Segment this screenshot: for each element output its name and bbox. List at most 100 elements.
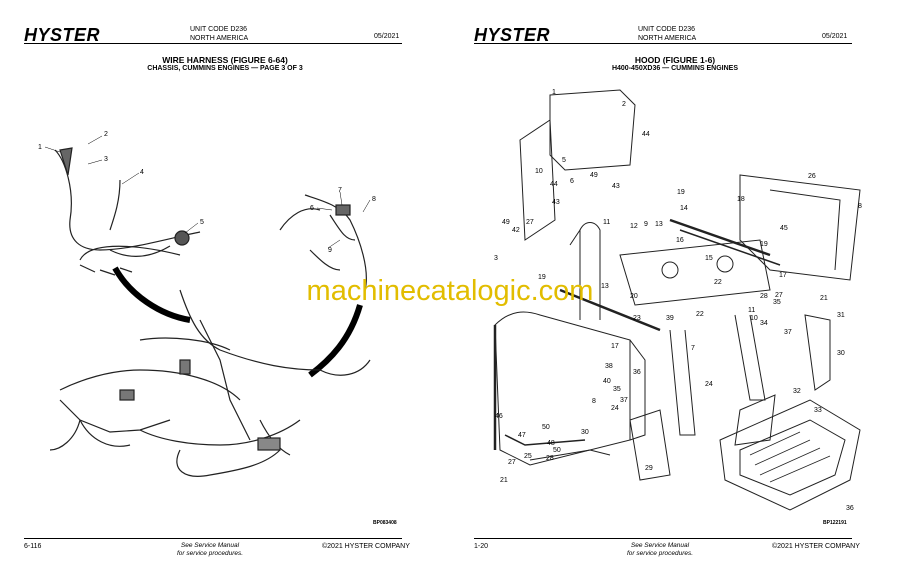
svg-text:38: 38 — [605, 363, 613, 370]
page-number: 1-20 — [474, 543, 489, 550]
svg-text:33: 33 — [814, 407, 822, 414]
footer-rule — [474, 538, 852, 539]
svg-text:14: 14 — [680, 205, 688, 212]
svg-text:31: 31 — [837, 312, 845, 319]
svg-text:37: 37 — [620, 397, 628, 404]
svg-text:11: 11 — [748, 307, 755, 314]
svg-text:43: 43 — [612, 183, 620, 190]
footer-note: See Service Manual for service procedure… — [160, 542, 260, 558]
svg-text:4: 4 — [140, 169, 144, 176]
svg-text:19: 19 — [538, 274, 546, 281]
svg-text:12: 12 — [630, 223, 638, 230]
svg-text:49: 49 — [502, 219, 510, 226]
svg-text:37: 37 — [784, 329, 792, 336]
watermark: machinecatalogic.com — [306, 275, 594, 307]
svg-text:19: 19 — [677, 189, 685, 196]
svg-text:8: 8 — [858, 203, 862, 210]
svg-text:9: 9 — [644, 221, 648, 228]
hyster-logo: HYSTER — [24, 25, 101, 45]
svg-text:48: 48 — [547, 440, 555, 447]
date: 05/2021 — [374, 33, 400, 40]
svg-text:8: 8 — [372, 196, 376, 203]
figure-code: BP083408 — [373, 520, 397, 526]
unit-code: UNIT CODE D236 NORTH AMERICA — [190, 25, 248, 43]
left-page: HYSTER UNIT CODE D236 NORTH AMERICA 05/2… — [24, 25, 410, 558]
svg-text:27: 27 — [508, 459, 516, 466]
svg-text:22: 22 — [696, 311, 704, 318]
right-page: HYSTER UNIT CODE D236 NORTH AMERICA 05/2… — [450, 0, 900, 582]
svg-text:7: 7 — [691, 345, 695, 352]
svg-text:35: 35 — [773, 299, 781, 306]
svg-text:36: 36 — [846, 505, 854, 512]
svg-text:17: 17 — [779, 272, 787, 279]
svg-text:34: 34 — [760, 320, 768, 327]
svg-text:29: 29 — [645, 465, 653, 472]
figure-subtitle: H400-450XD36 — CUMMINS ENGINES — [611, 65, 739, 72]
svg-text:1: 1 — [552, 89, 556, 96]
header-rule — [474, 43, 852, 44]
svg-text:24: 24 — [611, 405, 619, 412]
unit-code-text: UNIT CODE D236 — [190, 26, 248, 33]
svg-text:10: 10 — [750, 315, 758, 322]
date: 05/2021 — [822, 33, 848, 40]
svg-text:19: 19 — [760, 241, 768, 248]
figure-title: HOOD (FIGURE 1-6) — [634, 55, 716, 65]
svg-text:28: 28 — [546, 455, 554, 462]
svg-text:16: 16 — [676, 237, 684, 244]
svg-text:26: 26 — [808, 173, 816, 180]
page-number: 6-116 — [24, 543, 42, 550]
footer-rule — [24, 538, 402, 539]
svg-text:5: 5 — [562, 157, 566, 164]
svg-text:18: 18 — [737, 196, 745, 203]
hood-diagram: 1 2 44 5 10 6 49 43 44 43 42 49 27 3 26 … — [493, 89, 862, 512]
svg-text:30: 30 — [837, 350, 845, 357]
svg-text:35: 35 — [613, 386, 621, 393]
figure-subtitle: CHASSIS, CUMMINS ENGINES — PAGE 3 OF 3 — [147, 65, 303, 72]
unit-code-text: UNIT CODE D236 — [638, 26, 696, 33]
svg-text:6: 6 — [570, 178, 574, 185]
svg-text:6: 6 — [310, 205, 314, 212]
svg-text:20: 20 — [630, 293, 638, 300]
svg-text:42: 42 — [512, 227, 520, 234]
svg-text:44: 44 — [550, 181, 558, 188]
svg-text:36: 36 — [633, 369, 641, 376]
svg-text:43: 43 — [552, 199, 560, 206]
svg-text:5: 5 — [200, 219, 204, 226]
svg-text:25: 25 — [524, 453, 532, 460]
figure-code: BP122191 — [823, 520, 847, 526]
svg-text:27: 27 — [775, 292, 783, 299]
figure-title: WIRE HARNESS (FIGURE 6-64) — [162, 55, 288, 65]
svg-text:3: 3 — [104, 156, 108, 163]
svg-text:2: 2 — [104, 131, 108, 138]
svg-text:23: 23 — [633, 315, 641, 322]
footer-note-line2: for service procedures. — [626, 550, 694, 557]
svg-text:9: 9 — [328, 247, 332, 254]
svg-text:22: 22 — [714, 279, 722, 286]
svg-text:1: 1 — [38, 144, 42, 151]
footer-note: See Service Manual for service procedure… — [610, 542, 710, 558]
footer-note-line1: See Service Manual — [180, 542, 240, 549]
svg-text:10: 10 — [535, 168, 543, 175]
svg-text:50: 50 — [553, 447, 561, 454]
svg-text:8: 8 — [592, 398, 596, 405]
footer-note-line1: See Service Manual — [630, 542, 690, 549]
svg-text:17: 17 — [611, 343, 619, 350]
svg-text:13: 13 — [601, 283, 609, 290]
svg-text:21: 21 — [820, 295, 828, 302]
wire-harness-diagram: 1 2 3 4 5 6 7 8 9 — [38, 131, 376, 477]
copyright: ©2021 HYSTER COMPANY — [772, 543, 860, 550]
region-text: NORTH AMERICA — [638, 35, 697, 42]
copyright: ©2021 HYSTER COMPANY — [322, 543, 410, 550]
svg-text:39: 39 — [666, 315, 674, 322]
region-text: NORTH AMERICA — [190, 35, 249, 42]
header-rule — [24, 43, 402, 44]
svg-text:3: 3 — [494, 255, 498, 262]
svg-text:46: 46 — [495, 413, 503, 420]
hyster-logo: HYSTER — [474, 25, 551, 45]
svg-text:45: 45 — [780, 225, 788, 232]
footer-note-line2: for service procedures. — [176, 550, 244, 557]
svg-text:7: 7 — [338, 187, 342, 194]
svg-text:13: 13 — [655, 221, 663, 228]
svg-text:15: 15 — [705, 255, 713, 262]
svg-text:11: 11 — [603, 219, 610, 226]
